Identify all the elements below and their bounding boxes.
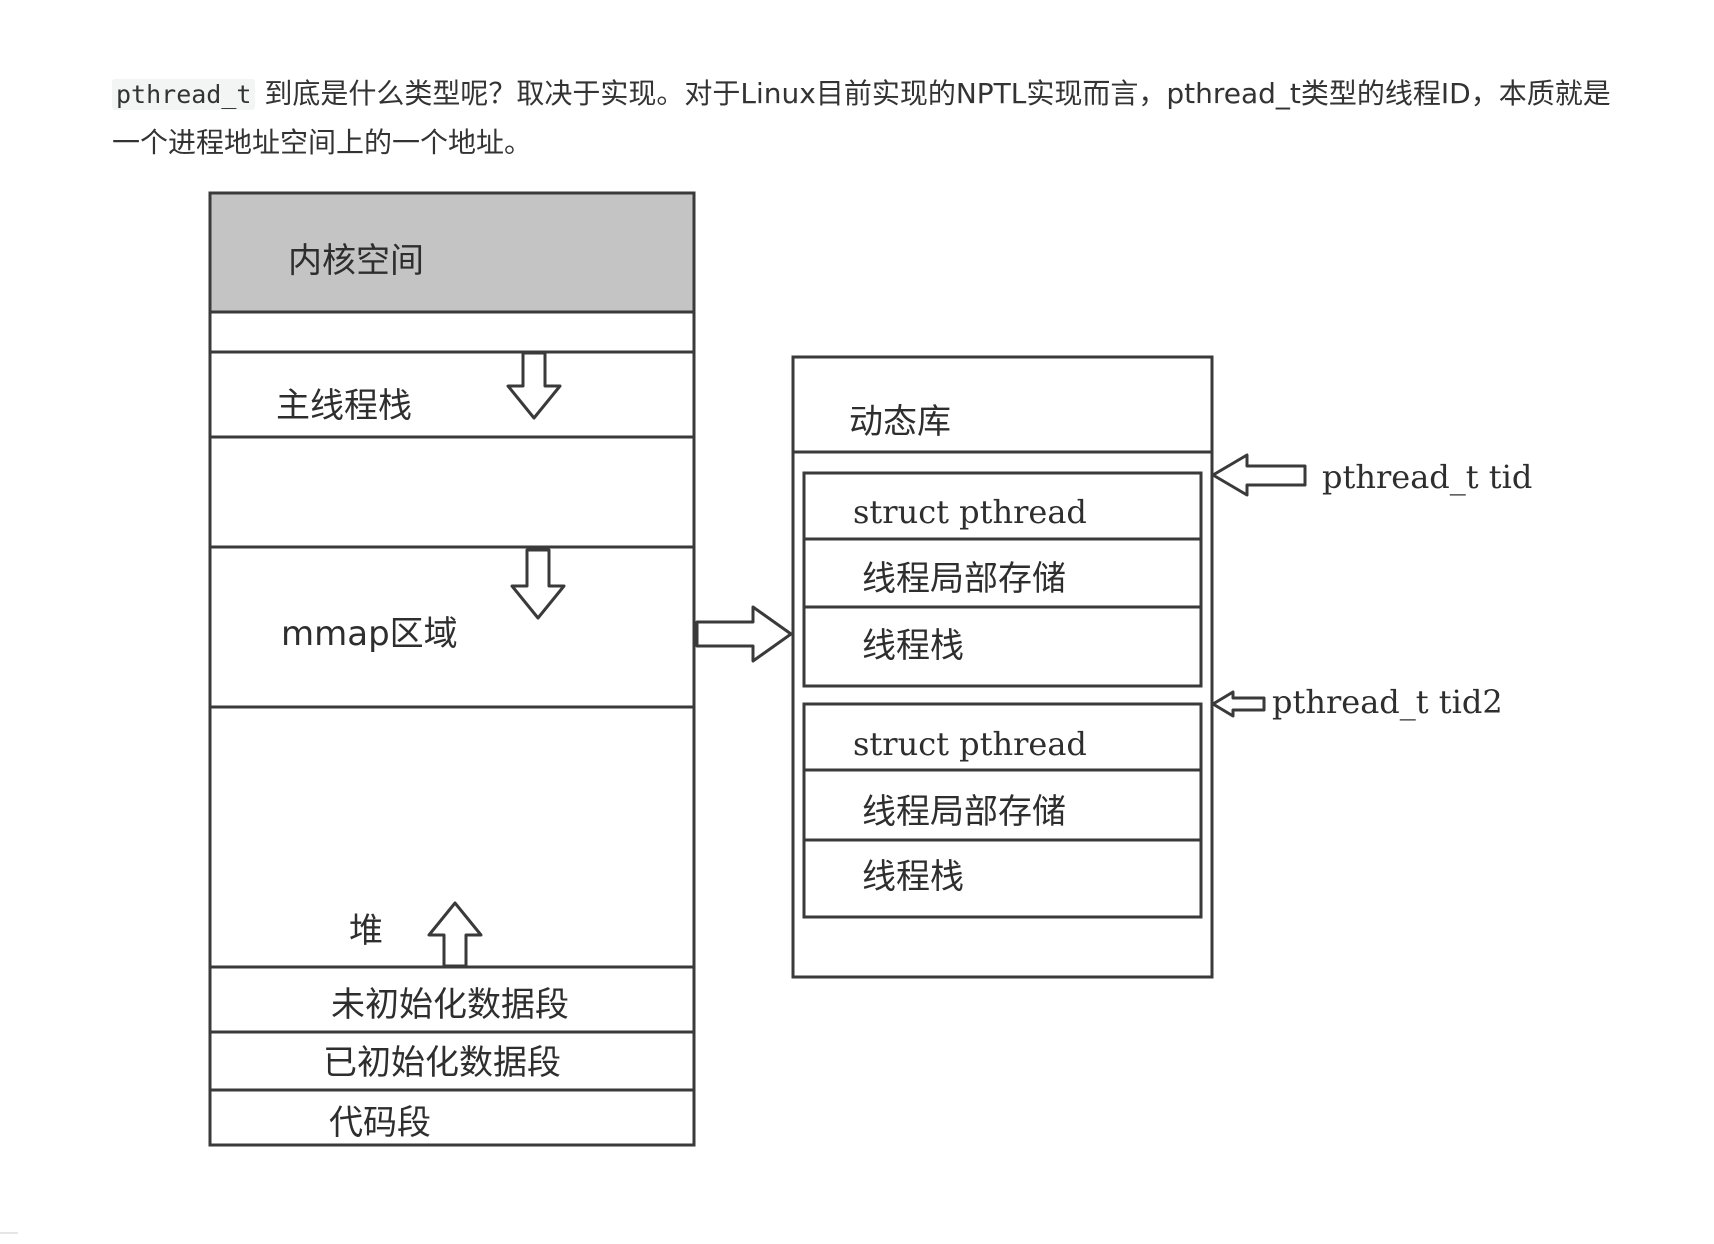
dynamic-library-label: 动态库 [849,402,951,442]
process-address-space: 内核空间 主线程栈 mmap区域 堆 未初始化数据段 已初始化数据段 代码段 [208,191,696,1147]
tid2-label: pthread_t tid2 [1272,683,1503,721]
struct-pthread-label: struct pthread [853,493,1087,531]
data-segment-label: 已初始化数据段 [323,1043,561,1083]
main-stack-down-icon [506,351,562,420]
tid-pointer-left-icon [1211,453,1307,497]
kernel-space-fill [210,193,694,311]
tls-label: 线程局部存储 [862,559,1066,599]
thread-stack-label: 线程栈 [862,626,964,666]
struct-pthread-label: struct pthread [853,725,1087,763]
thread-stack-label: 线程栈 [862,857,964,897]
intro-paragraph: pthread_t 到底是什么类型呢？取决于实现。对于Linux目前实现的NPT… [112,70,1612,167]
mmap-down-icon [510,548,566,620]
pthread-block-2: struct pthread 线程局部存储 线程栈 [802,702,1203,919]
dynamic-library: 动态库 struct pthread 线程局部存储 线程栈 struct pth… [791,355,1214,979]
tid-label: pthread_t tid [1322,458,1532,496]
tid2-pointer-left-icon [1211,690,1266,718]
dynamic-library-border [791,355,1214,979]
heap-label: 堆 [349,911,383,951]
text-segment-label: 代码段 [329,1103,431,1143]
mmap-label: mmap区域 [281,614,458,654]
process-space-border [208,191,696,1147]
bss-label: 未初始化数据段 [331,985,569,1025]
page-edge-mark [0,1232,18,1234]
mmap-to-lib-arrow-icon [695,605,793,663]
heap-up-icon [427,901,483,968]
intro-text: 到底是什么类型呢？取决于实现。对于Linux目前实现的NPTL实现而言，pthr… [112,77,1611,159]
pthread-block-1: struct pthread 线程局部存储 线程栈 [802,471,1203,688]
main-stack-label: 主线程栈 [276,386,412,426]
inline-code-pthread-t: pthread_t [112,79,256,110]
tls-label: 线程局部存储 [862,792,1066,832]
kernel-space-label: 内核空间 [288,241,424,281]
